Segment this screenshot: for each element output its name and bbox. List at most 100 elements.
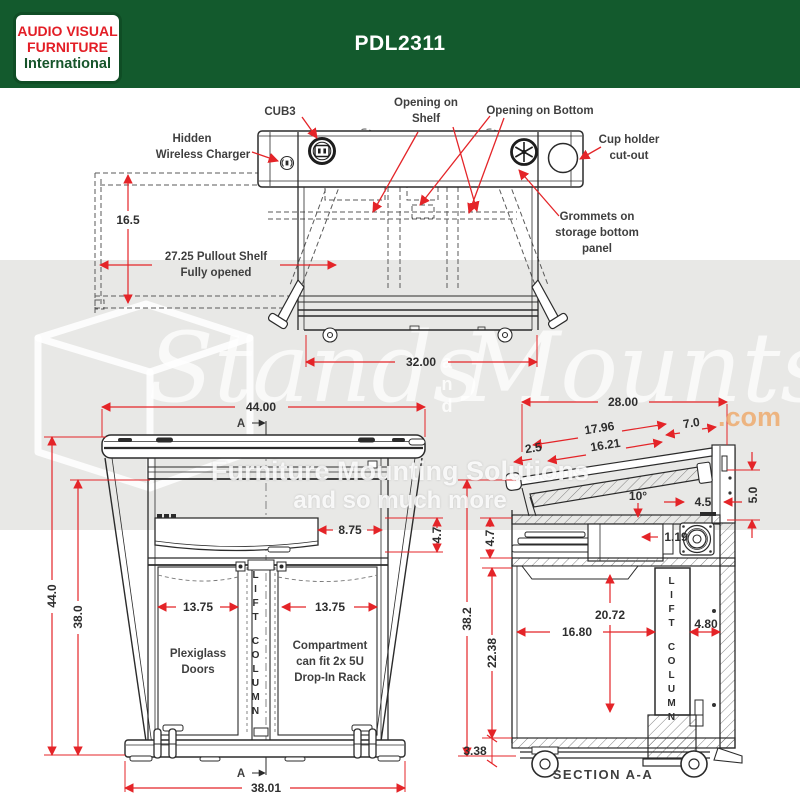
tilted-top — [504, 447, 713, 517]
top-view-drawing: 16.5 27.25 Pullout Shelf Fully opened 32… — [94, 97, 660, 369]
work-surface — [511, 512, 721, 525]
dim-13-75-right: 13.75 — [281, 600, 378, 614]
label-rack-3: Drop-In Rack — [294, 672, 366, 684]
caster-section-left — [531, 750, 559, 778]
dim-32-00-text: 32.00 — [406, 355, 436, 369]
dim-pullout: 27.25 Pullout Shelf Fully opened — [99, 251, 337, 279]
dim-10-deg-text: 10° — [629, 489, 647, 503]
wireless-charger-icon — [279, 155, 295, 171]
dim-38-2-text: 38.2 — [460, 607, 474, 631]
dim-10-deg: 10° — [629, 489, 647, 518]
page-title: PDL2311 — [354, 32, 446, 55]
desk-top — [101, 434, 426, 459]
callout-hidden-wireless-1: Hidden — [173, 133, 212, 145]
dim-3-38-text: 3.38 — [463, 744, 487, 758]
dim-4-80-text: 4.80 — [694, 617, 718, 631]
dim-16-5-text: 16.5 — [116, 213, 140, 227]
dim-4-5-text: 4.5 — [695, 495, 712, 509]
dim-20-72: 20.72 — [595, 574, 625, 713]
dim-8-75-text: 8.75 — [338, 523, 362, 537]
header-bar: PDL2311 — [0, 0, 800, 88]
dim-4-80: 4.80 — [689, 617, 721, 637]
fan-icon — [679, 522, 715, 556]
dim-22-38-text: 22.38 — [485, 638, 499, 668]
dim-17-96-text: 17.96 — [583, 419, 615, 438]
callout-opening-shelf-2: Shelf — [412, 113, 440, 125]
keyboard-slides — [511, 523, 674, 562]
dim-1-19-text: 1.19 — [664, 530, 688, 544]
callout-opening-bottom: Opening on Bottom — [486, 105, 593, 117]
dim-3-38: 3.38 — [463, 734, 498, 768]
dim-7-0-text: 7.0 — [682, 415, 701, 431]
dim-16-21-text: 16.21 — [589, 436, 621, 455]
caster-front-left — [153, 728, 177, 759]
base — [124, 739, 406, 762]
section-view-drawing: 28.00 17.96 16.21 2.5 7.0 10° 4.5 5.0 — [458, 395, 760, 782]
callout-hidden-wireless-2: Wireless Charger — [156, 149, 251, 161]
dim-28-00-text: 28.00 — [608, 395, 638, 409]
keyboard-tray — [154, 514, 319, 553]
cup-holder-cutout — [547, 142, 579, 174]
dim-5-0: 5.0 — [727, 452, 760, 538]
logo-line-2: FURNITURE — [27, 38, 108, 55]
logo-line-3: International — [23, 55, 111, 72]
section-a-bottom: A — [237, 768, 245, 780]
avf-logo: AUDIO VISUAL FURNITURE International — [13, 12, 122, 84]
section-column-text: COLUMN — [666, 642, 677, 726]
dim-13-75-left: 13.75 — [157, 600, 239, 614]
caster-front-right — [353, 728, 377, 759]
dim-16-21: 16.21 — [547, 436, 663, 465]
callout-opening-shelf-1: Opening on — [394, 97, 458, 109]
dim-44-00: 44.00 — [101, 400, 426, 437]
dim-4-7-section: 4.7 — [480, 517, 512, 559]
section-a-top: A — [237, 418, 245, 430]
label-rack-1: Compartment — [293, 640, 368, 652]
dim-7-0: 7.0 — [665, 415, 717, 439]
dim-44-0: 44.0 — [44, 436, 125, 756]
caster-section-right — [680, 750, 708, 778]
callout-cub3: CUB3 — [264, 106, 295, 118]
dim-44-0-text: 44.0 — [45, 584, 59, 608]
dim-2-5-text: 2.5 — [524, 440, 543, 456]
callout-grommets-1: Grommets on — [560, 211, 635, 223]
label-rack-2: can fit 2x 5U — [296, 656, 364, 668]
lift-column-body — [654, 567, 691, 716]
pullout-shelf-dashed — [94, 172, 292, 313]
dim-1-19: 1.19 — [641, 530, 688, 544]
callout-cup-holder-1: Cup holder — [599, 134, 660, 146]
dim-16-80: 16.80 — [516, 625, 656, 639]
dim-20-72-text: 20.72 — [595, 608, 625, 622]
doors — [157, 559, 378, 740]
dim-32-00: 32.00 — [305, 335, 538, 369]
dim-16-5: 16.5 — [116, 174, 140, 304]
section-lift-text: LIFT — [666, 576, 677, 632]
front-column-text: COLUMN — [250, 636, 261, 720]
dim-8-75: 8.75 — [317, 523, 383, 537]
dim-pullout-text2: Fully opened — [181, 267, 252, 279]
dim-2-5: 2.5 — [513, 440, 543, 466]
dim-pullout-text1: 27.25 Pullout Shelf — [165, 251, 267, 263]
dim-4-5: 4.5 — [664, 495, 742, 509]
logo-line-1: AUDIO VISUAL — [17, 23, 118, 40]
callout-leaders — [251, 115, 602, 217]
dim-22-38: 22.38 — [482, 567, 512, 739]
dim-38-0: 38.0 — [70, 479, 150, 756]
callout-grommets-2: storage bottom — [555, 227, 639, 239]
caster-top-right — [497, 327, 513, 343]
dim-13-75-left-text: 13.75 — [183, 600, 213, 614]
section-caption: SECTION A-A — [553, 767, 654, 782]
dim-4-7-front: 4.7 — [385, 517, 444, 553]
leg-right — [531, 278, 569, 330]
front-view-drawing: A A — [44, 400, 444, 795]
dim-28-00: 28.00 — [521, 395, 728, 452]
caster-top-left — [322, 327, 338, 343]
grommet-icon — [510, 138, 538, 166]
label-plexiglass-1: Plexiglass — [170, 648, 226, 660]
dim-17-96: 17.96 — [532, 419, 667, 449]
dim-5-0-text: 5.0 — [746, 486, 760, 503]
dim-13-75-right-text: 13.75 — [315, 600, 345, 614]
cub3-outlet-icon — [308, 137, 336, 165]
dim-38-01-text: 38.01 — [251, 781, 281, 795]
front-lift-text: LIFT — [250, 570, 261, 626]
dim-38-0-text: 38.0 — [71, 605, 85, 629]
